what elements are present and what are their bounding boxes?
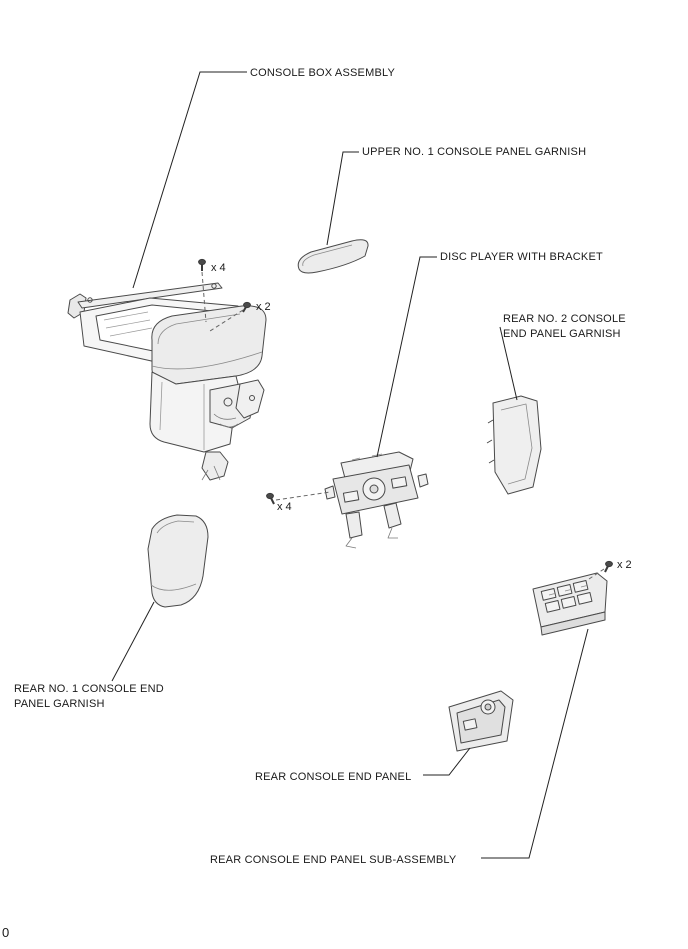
label-rear-no2-console-end-panel-garnish: REAR NO. 2 CONSOLE END PANEL GARNISH [503,312,626,342]
label-disc-player-with-bracket: DISC PLAYER WITH BRACKET [440,251,603,263]
label-rear-no1-line1: REAR NO. 1 CONSOLE END [14,683,164,695]
leader-line-upper-garnish [326,151,359,246]
leader-line-disc-player [376,256,437,458]
fastener-count-sub-assembly-bolt: x 2 [617,559,632,571]
bolt-icon-sub-assembly [604,560,613,573]
leader-line-rear-no1-garnish [111,601,155,682]
leader-line-rear-no2-garnish [499,326,518,401]
label-rear-console-end-panel-sub-assembly: REAR CONSOLE END PANEL SUB-ASSEMBLY [210,854,457,866]
label-rear-no1-console-end-panel-garnish: REAR NO. 1 CONSOLE END PANEL GARNISH [14,682,164,712]
leader-line-console-box-assembly [132,71,247,289]
upper-no1-console-panel-garnish-drawing [297,239,369,274]
fastener-count-console-bolt: x 2 [256,301,271,313]
rear-console-end-panel-drawing [448,690,514,752]
bolt-icon-console [242,301,251,313]
rear-console-end-panel-sub-assembly-drawing [532,572,608,636]
leader-line-sub-assembly [481,628,589,859]
fastener-count-console-screw: x 4 [211,262,226,274]
rear-no2-console-end-panel-garnish-drawing [486,395,542,495]
label-rear-no2-line2: END PANEL GARNISH [503,328,621,340]
fastener-dashed-lines [201,271,605,580]
page-number: 0 [2,925,10,940]
rear-no1-console-end-panel-garnish-drawing [147,514,209,608]
screw-icon-console-top [198,258,206,271]
screw-icon-disc-player [266,492,275,505]
leader-line-rear-console-end-panel [423,747,471,776]
disc-player-with-bracket-drawing [324,451,429,549]
console-box-assembly-drawing [67,282,267,481]
label-rear-console-end-panel: REAR CONSOLE END PANEL [255,771,412,783]
label-rear-no1-line2: PANEL GARNISH [14,698,105,710]
label-rear-no2-line1: REAR NO. 2 CONSOLE [503,313,626,325]
label-console-box-assembly: CONSOLE BOX ASSEMBLY [250,67,396,79]
fastener-count-disc-player-screw: x 4 [277,501,292,513]
label-upper-no1-console-panel-garnish: UPPER NO. 1 CONSOLE PANEL GARNISH [362,146,587,158]
